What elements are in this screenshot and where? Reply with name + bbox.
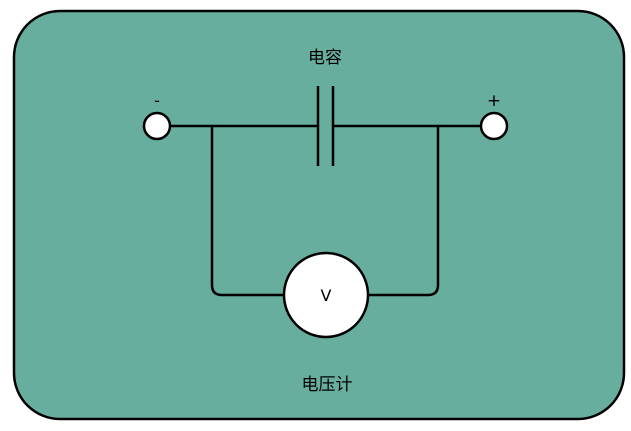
terminal-negative [142, 111, 172, 141]
wire-branch-left [210, 126, 284, 297]
voltmeter-symbol: V [321, 286, 332, 305]
terminal-positive-label: + [487, 91, 501, 111]
voltmeter-label: 电压计 [302, 375, 353, 395]
wire-branch-right [368, 126, 440, 297]
circuit-board [12, 9, 626, 421]
terminal-negative-label: - [154, 91, 160, 110]
voltmeter [282, 251, 370, 339]
terminal-positive [479, 111, 509, 141]
capacitor-label: 电容 [308, 48, 342, 68]
